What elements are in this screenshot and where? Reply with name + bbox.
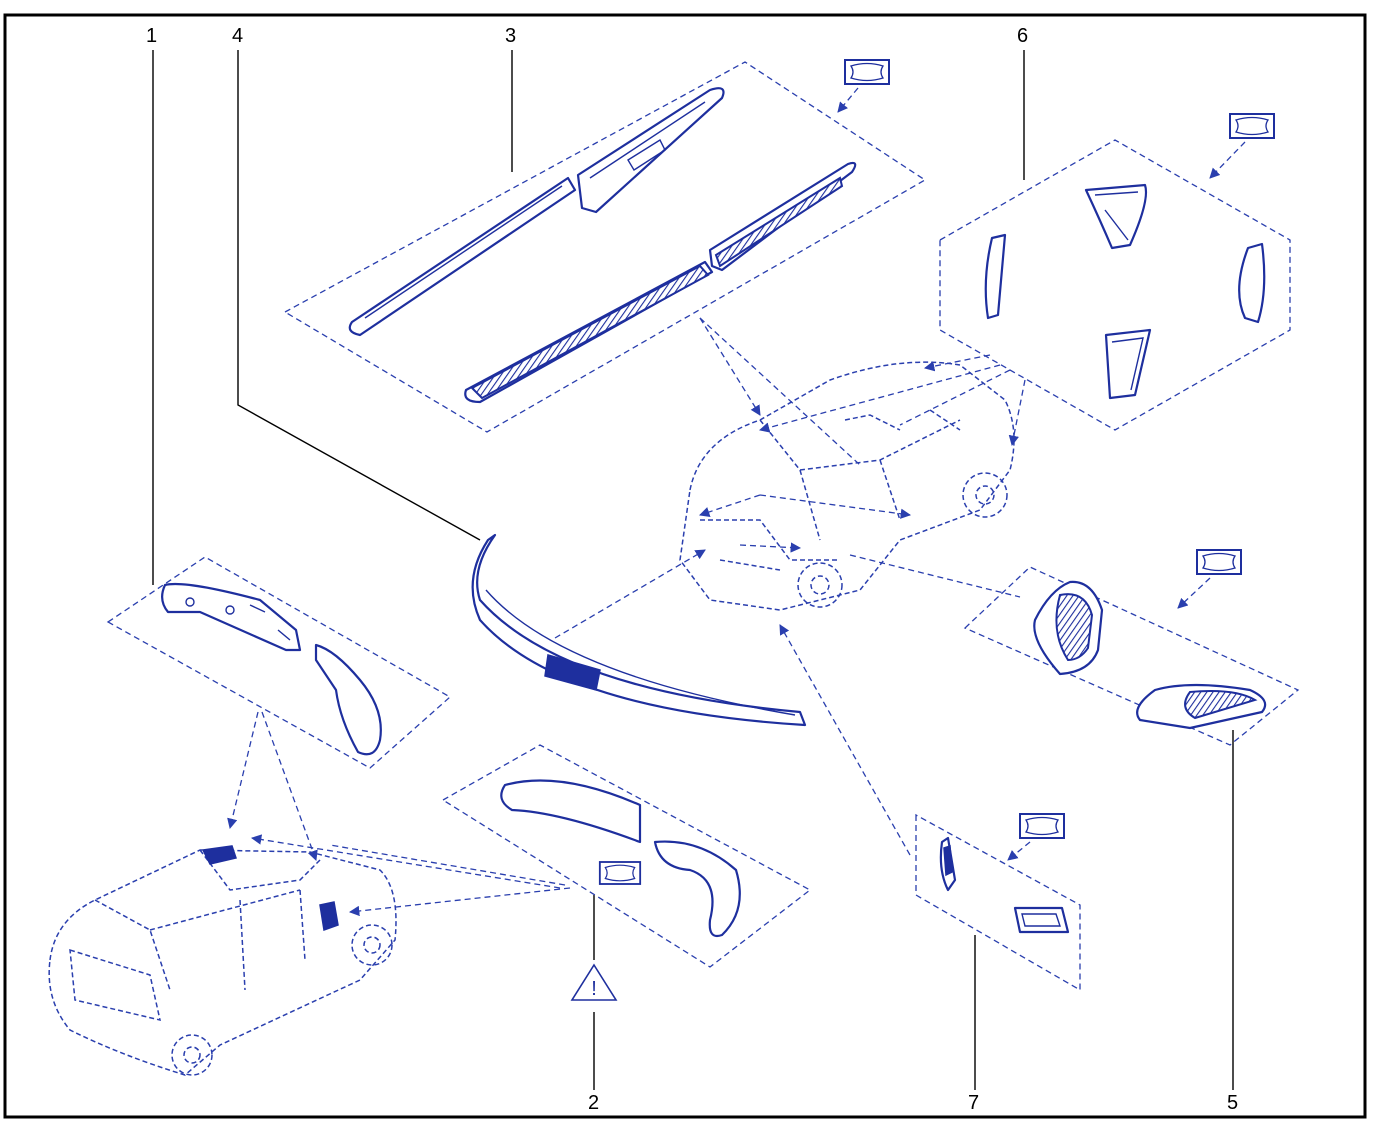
group-frame-5 <box>963 566 1300 746</box>
arch-trim-upper <box>500 779 642 844</box>
warning-triangle-icon: ! <box>570 963 618 1001</box>
callout-number-3: 3 <box>505 25 516 47</box>
group-frame-6 <box>939 139 1291 431</box>
trim-piece-left <box>984 233 1007 320</box>
spoiler-body <box>471 533 807 727</box>
trim-piece-top <box>1084 183 1148 250</box>
callout-number-5: 5 <box>1227 1092 1238 1114</box>
mirror-cover-inner <box>161 582 302 652</box>
rear-spoiler <box>471 533 807 727</box>
kit-pointer-arrow <box>837 87 859 113</box>
mirror-cover-outer <box>314 643 382 756</box>
tail-light-trim-set <box>1033 580 1267 730</box>
kit-box-icon <box>844 59 890 85</box>
wheel-arch-trim-set <box>500 779 741 938</box>
callout-number-7: 7 <box>968 1092 979 1114</box>
diagram-frame <box>3 13 1367 1119</box>
trim-piece-bottom <box>1104 328 1152 400</box>
side-sill-trims <box>348 87 857 404</box>
arch-highlight-right <box>319 901 339 932</box>
sill-trim-upper-right <box>576 87 725 214</box>
mirror-cover-set <box>161 582 382 756</box>
arch-trim-lower <box>653 840 741 938</box>
svg-text:!: ! <box>591 978 597 1000</box>
group-frame-1 <box>106 556 452 769</box>
mirror-highlight-left <box>201 845 237 865</box>
part-group-frames <box>106 61 1300 992</box>
center-vehicle-arrows <box>554 317 1026 856</box>
group-frame-3 <box>283 61 927 433</box>
callout-number-4: 4 <box>232 25 243 47</box>
leader-line-4 <box>237 50 481 541</box>
kit-box-icon <box>1019 813 1065 839</box>
kit-box-icon <box>1229 113 1275 139</box>
trim-piece-right <box>1238 242 1266 324</box>
rear-vehicle-arrows <box>250 834 571 917</box>
sill-trim-upper-left <box>348 176 577 337</box>
group-frame-7 <box>915 813 1081 992</box>
trim-pieces-set <box>984 183 1266 400</box>
callout-number-1: 1 <box>146 25 157 47</box>
center-vehicle-outline <box>679 361 1015 611</box>
kit-box-icon <box>598 861 642 885</box>
insert-pieces-set <box>939 836 1070 934</box>
group-frame-2 <box>441 744 812 968</box>
spoiler-center-mark <box>544 654 601 691</box>
rear-vehicle-outline <box>48 845 397 1076</box>
kit-box-icon <box>1196 549 1242 575</box>
leader-lines <box>152 50 1234 1090</box>
callout-number-6: 6 <box>1017 25 1028 47</box>
callout-number-2: 2 <box>588 1092 599 1114</box>
